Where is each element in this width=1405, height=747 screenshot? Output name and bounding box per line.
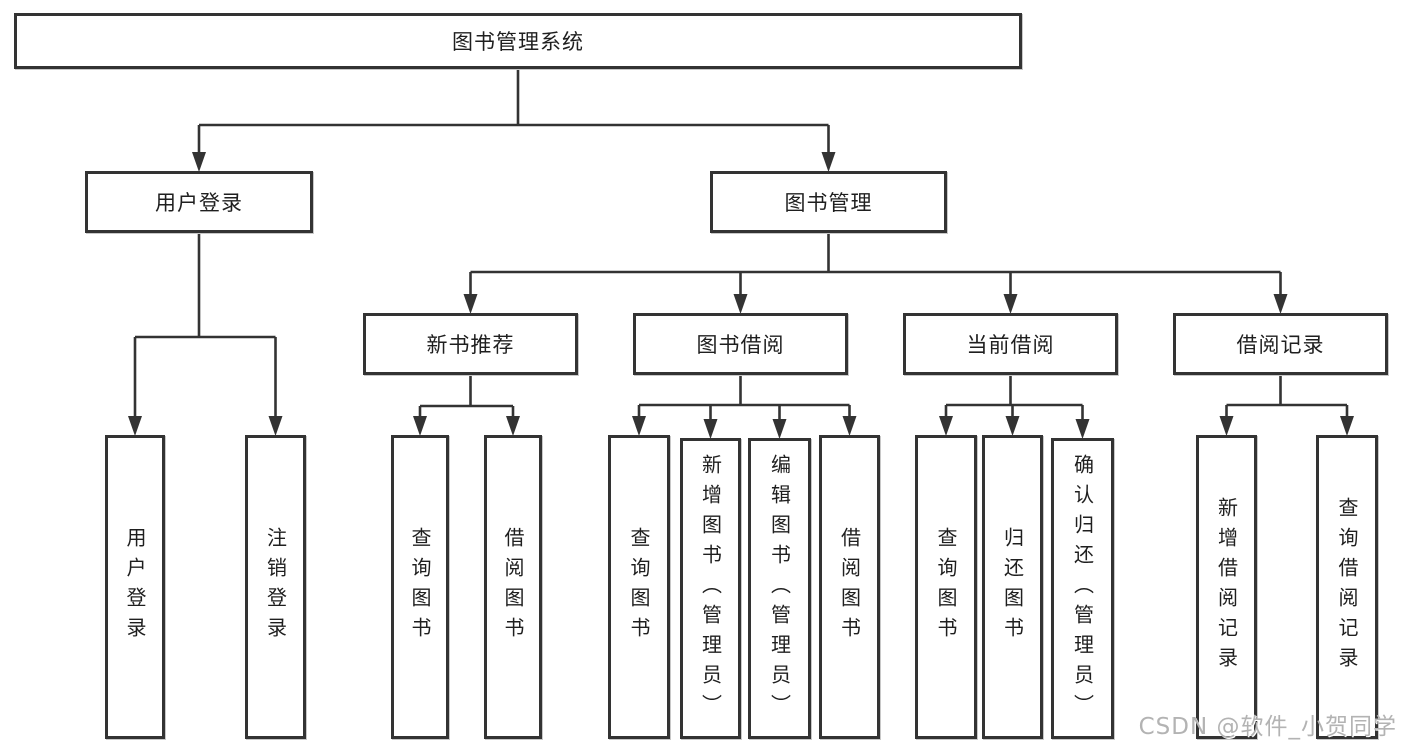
arrowhead-br-query-record: [1340, 416, 1354, 436]
arrowhead-bb-edit-book: [772, 419, 787, 439]
node-label-user-login: 用户登录: [155, 191, 243, 215]
arrowhead-current-borrow: [1003, 294, 1018, 314]
node-label-logout: 注销登录: [263, 527, 288, 647]
watermark: CSDN @软件_小贺同学: [1138, 714, 1397, 740]
arrowhead-bb-borrow-book: [842, 416, 857, 436]
node-label-new-book-rec: 新书推荐: [426, 333, 515, 357]
node-root: 图书管理系统: [14, 13, 1022, 69]
node-bb-query-book: 查询图书: [608, 435, 670, 739]
node-label-current-borrow: 当前借阅: [966, 333, 1055, 357]
arrowhead-borrow-records: [1273, 294, 1288, 314]
node-label-br-add-record: 新增借阅记录: [1214, 497, 1239, 677]
arrowhead-bb-add-book: [703, 419, 718, 439]
arrowhead-cb-confirm: [1075, 419, 1090, 439]
node-rec-query-book: 查询图书: [391, 435, 449, 739]
arrowhead-cb-query-book: [939, 416, 953, 436]
node-label-bb-add-book: 新增图书（管理员）: [698, 453, 723, 724]
node-label-bb-edit-book: 编辑图书（管理员）: [767, 453, 792, 724]
node-label-cb-confirm: 确认归还（管理员）: [1070, 453, 1095, 724]
node-login: 用户登录: [105, 435, 165, 739]
node-book-mgmt: 图书管理: [710, 171, 947, 233]
arrowhead-new-book-rec: [463, 294, 478, 314]
arrowhead-user-login: [192, 152, 206, 172]
node-rec-borrow-book: 借阅图书: [484, 435, 542, 739]
arrowhead-cb-return-book: [1005, 416, 1020, 436]
node-cb-return-book: 归还图书: [982, 435, 1043, 739]
node-label-br-query-record: 查询借阅记录: [1335, 497, 1359, 677]
node-bb-borrow-book: 借阅图书: [819, 435, 880, 739]
node-br-add-record: 新增借阅记录: [1196, 435, 1257, 739]
node-label-book-mgmt: 图书管理: [784, 191, 873, 215]
node-label-rec-borrow-book: 借阅图书: [501, 527, 525, 647]
node-label-bb-query-book: 查询图书: [627, 527, 651, 647]
node-borrow-records: 借阅记录: [1173, 313, 1388, 375]
node-new-book-rec: 新书推荐: [363, 313, 578, 375]
arrowhead-logout: [268, 416, 283, 436]
node-label-cb-query-book: 查询图书: [934, 527, 958, 647]
node-label-bb-borrow-book: 借阅图书: [837, 527, 862, 647]
node-label-cb-return-book: 归还图书: [1000, 527, 1025, 647]
node-bb-add-book: 新增图书（管理员）: [680, 438, 741, 739]
arrowhead-book-mgmt: [821, 152, 836, 172]
node-logout: 注销登录: [245, 435, 306, 739]
node-label-book-borrow: 图书借阅: [696, 333, 785, 357]
arrowhead-bb-query-book: [632, 416, 646, 436]
arrowhead-book-borrow: [733, 294, 748, 314]
node-label-rec-query-book: 查询图书: [408, 527, 432, 647]
node-label-login: 用户登录: [123, 527, 147, 647]
node-label-root: 图书管理系统: [452, 30, 584, 54]
node-current-borrow: 当前借阅: [903, 313, 1118, 375]
node-label-borrow-records: 借阅记录: [1236, 333, 1325, 357]
node-br-query-record: 查询借阅记录: [1316, 435, 1378, 739]
arrowhead-br-add-record: [1219, 416, 1234, 436]
arrowhead-rec-borrow-book: [506, 416, 520, 436]
arrowhead-login: [128, 416, 142, 436]
node-bb-edit-book: 编辑图书（管理员）: [748, 438, 811, 739]
node-cb-query-book: 查询图书: [915, 435, 977, 739]
node-cb-confirm: 确认归还（管理员）: [1051, 438, 1114, 739]
node-user-login: 用户登录: [85, 171, 313, 233]
arrowhead-rec-query-book: [413, 416, 427, 436]
node-book-borrow: 图书借阅: [633, 313, 848, 375]
